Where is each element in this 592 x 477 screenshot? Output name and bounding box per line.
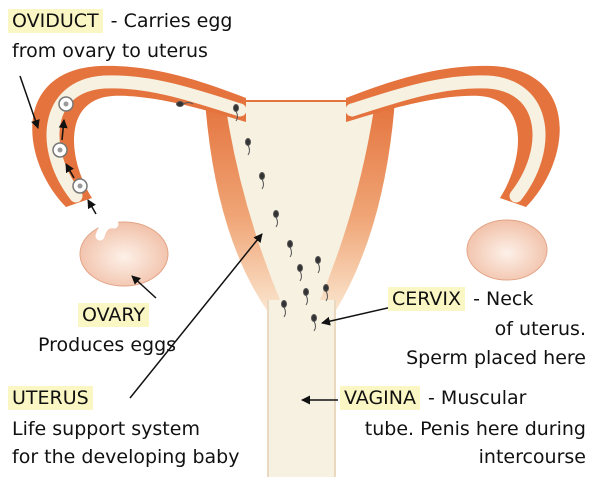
uterus-label: UTERUS bbox=[8, 386, 95, 410]
ovary-name: OVARY bbox=[78, 303, 149, 327]
cervix-desc-1: - Neck bbox=[467, 288, 533, 310]
oviduct-name: OVIDUCT bbox=[8, 9, 103, 33]
ovary-desc: Produces eggs bbox=[38, 334, 176, 356]
uterus-name: UTERUS bbox=[8, 386, 93, 410]
uterus-desc-2: for the developing baby bbox=[12, 446, 239, 468]
cervix-name: CERVIX bbox=[388, 287, 465, 311]
cervix-desc-2: of uterus. bbox=[495, 318, 586, 340]
vagina-name: VAGINA bbox=[340, 386, 420, 410]
vagina-desc-2: tube. Penis here during bbox=[365, 418, 586, 440]
cervix-desc-3: Sperm placed here bbox=[406, 347, 586, 369]
oviduct-desc-2: from ovary to uterus bbox=[12, 40, 208, 62]
left-ovary bbox=[80, 222, 168, 286]
vagina-tube bbox=[268, 300, 335, 477]
right-ovary bbox=[467, 220, 547, 280]
cervix-label: CERVIX - Neck bbox=[388, 287, 533, 311]
vagina-label: VAGINA - Muscular bbox=[340, 386, 526, 410]
uterus-desc-1: Life support system bbox=[12, 418, 200, 440]
oviduct-label: OVIDUCT - Carries egg bbox=[8, 9, 233, 33]
vagina-desc-1: - Muscular bbox=[422, 387, 527, 409]
oviduct-desc-1: - Carries egg bbox=[105, 10, 233, 32]
vagina-desc-3: intercourse bbox=[479, 446, 586, 468]
ovary-label: OVARY bbox=[78, 303, 151, 327]
